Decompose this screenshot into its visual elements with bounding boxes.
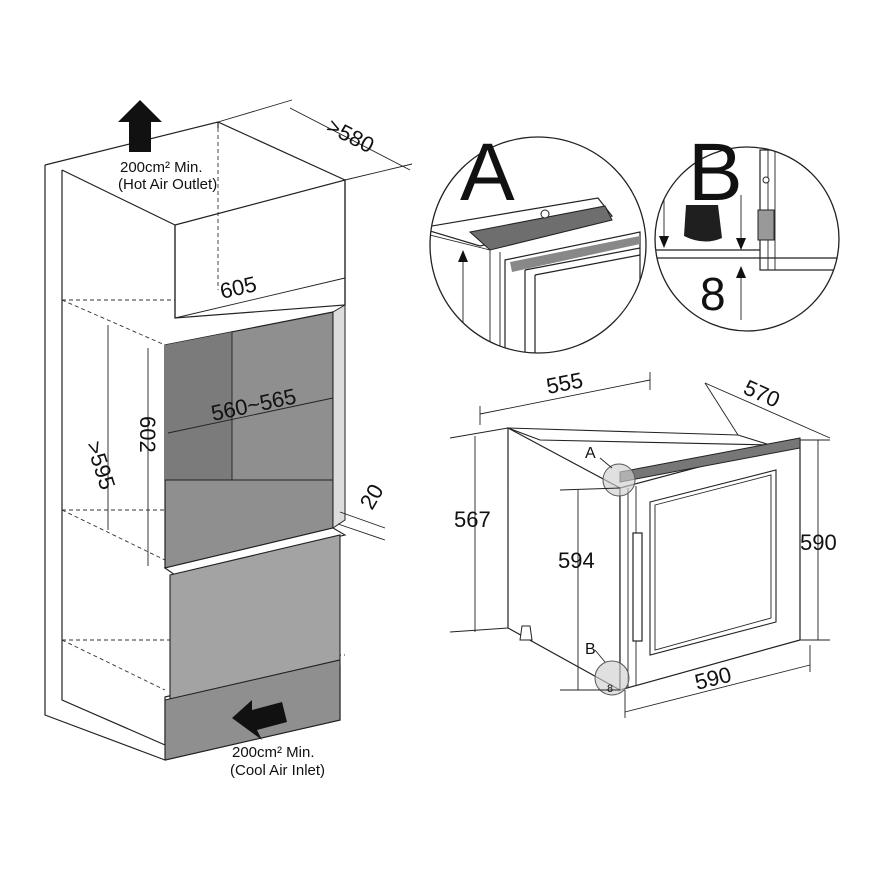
cool-air-arrow-icon bbox=[232, 700, 287, 740]
body-height-label: 567 bbox=[454, 507, 491, 532]
depth-ext-line bbox=[217, 99, 293, 123]
detail-a-circle bbox=[429, 136, 647, 354]
detail-b-label: B bbox=[688, 127, 743, 218]
door-offset-label: 20 bbox=[355, 480, 389, 514]
niche-width-dim-line bbox=[174, 277, 346, 319]
hidden-line bbox=[61, 509, 166, 561]
door-width-dim-line bbox=[624, 664, 811, 713]
cabinet-drawing: >580 200cm² Min. (Hot Air Outlet) 605 56… bbox=[44, 99, 413, 779]
detail-b: B 8 bbox=[654, 127, 840, 332]
detail-b-circle bbox=[654, 146, 840, 332]
niche-side-frame bbox=[332, 304, 346, 529]
detail-a-glass-edge bbox=[534, 254, 641, 276]
offset-dim-line bbox=[337, 523, 386, 541]
appliance-handle bbox=[632, 532, 643, 642]
detail-a-hinge-bar bbox=[468, 205, 613, 251]
niche-shelf bbox=[163, 527, 347, 576]
callout-a-label: A bbox=[585, 445, 596, 462]
detail-b-foot bbox=[684, 205, 722, 242]
callout-b-gap-label: 8 bbox=[607, 683, 613, 695]
hot-air-arrow-icon bbox=[118, 100, 162, 152]
detail-a: A bbox=[429, 127, 647, 354]
inlet-note-label: (Cool Air Inlet) bbox=[230, 762, 325, 779]
depth-dim-line bbox=[704, 382, 831, 439]
detail-a-arrow-icon bbox=[458, 250, 468, 262]
detail-b-screw bbox=[762, 176, 770, 184]
appliance-drawing: A B 8 555 570 567 594 590 590 bbox=[449, 367, 837, 718]
top-depth-label: >580 bbox=[323, 113, 379, 158]
cabinet-left-front-edge bbox=[44, 165, 166, 761]
callout-b-label: B bbox=[585, 641, 596, 658]
callout-a-circle bbox=[602, 463, 636, 497]
detail-b-arrow-icon bbox=[659, 236, 669, 248]
detail-a-door-frame bbox=[510, 236, 640, 272]
callout-a-leader bbox=[599, 457, 613, 469]
niche-width-label: 605 bbox=[218, 271, 259, 304]
body-height-ext-line bbox=[449, 427, 509, 439]
door-height-label: 594 bbox=[558, 548, 595, 573]
hidden-line bbox=[61, 299, 166, 346]
inner-width-dim-line bbox=[167, 397, 334, 434]
detail-a-glass-edge bbox=[524, 247, 641, 271]
outlet-note-label: (Hot Air Outlet) bbox=[118, 176, 217, 193]
callout-b-circle bbox=[594, 660, 630, 696]
detail-a-screw bbox=[540, 209, 550, 219]
outlet-area-label: 200cm² Min. bbox=[120, 159, 203, 176]
cabinet-top-edge bbox=[44, 121, 346, 305]
niche-height-label: 602 bbox=[135, 416, 160, 453]
hidden-line bbox=[61, 639, 166, 691]
inlet-area-label: 200cm² Min. bbox=[232, 744, 315, 761]
detail-b-hinge bbox=[757, 209, 775, 241]
depth-ext-line bbox=[704, 382, 739, 436]
body-height-ext-line bbox=[449, 627, 509, 633]
niche-inner-side bbox=[165, 332, 232, 480]
cabinet-inner-left-edge bbox=[61, 170, 166, 746]
cabinet-hood-front bbox=[174, 179, 346, 319]
door-height-ext-line bbox=[559, 487, 621, 491]
width-dim-line bbox=[479, 379, 651, 415]
detail-b-gap-label: 8 bbox=[700, 268, 726, 320]
cabinet-hood-top bbox=[61, 169, 176, 226]
depth-ext-line bbox=[344, 163, 413, 181]
depth-label: 570 bbox=[740, 375, 784, 413]
appliance-glass bbox=[649, 469, 777, 656]
appliance-foot bbox=[519, 625, 533, 641]
appliance-top bbox=[507, 427, 771, 446]
detail-a-edge bbox=[430, 234, 491, 251]
depth-dim-line bbox=[289, 107, 411, 171]
detail-b-dim-arrow-icon bbox=[736, 238, 746, 250]
callout-b-leader bbox=[594, 649, 606, 663]
detail-a-label: A bbox=[460, 127, 515, 218]
offset-dim-line bbox=[339, 511, 386, 529]
appliance-glass-inner bbox=[654, 474, 772, 651]
niche-depth-label: >595 bbox=[81, 438, 120, 493]
detail-b-dim-arrow-icon bbox=[736, 266, 746, 278]
detail-a-top-panel bbox=[430, 197, 614, 247]
total-height-label: 590 bbox=[800, 530, 837, 555]
